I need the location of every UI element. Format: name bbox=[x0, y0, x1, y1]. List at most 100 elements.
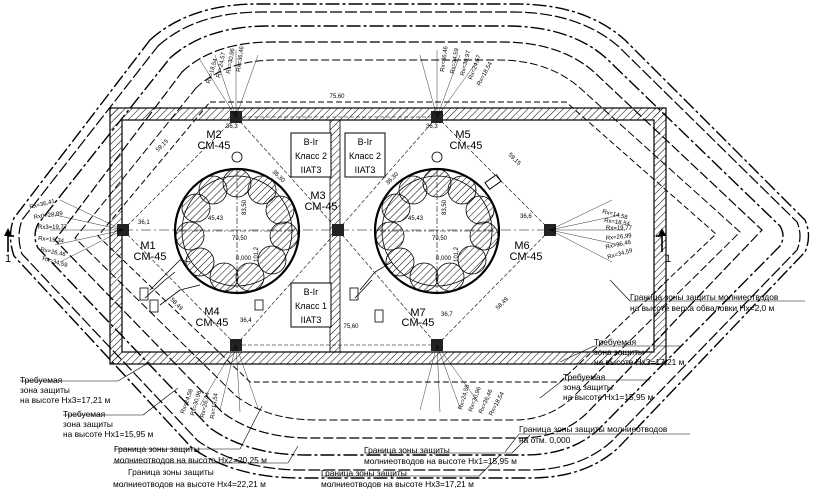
ann-right-top-line2: на высоте верха обваловки Нх=2,0 м bbox=[630, 303, 775, 313]
radius-right-4: Rx=36,46 bbox=[605, 240, 632, 251]
radius-left-3: Rx=16,34 bbox=[38, 236, 65, 245]
dim-m7: 36,7 bbox=[441, 312, 453, 318]
ann-bound4-line2: молниеотводов на высоте Нх4=22,21 м bbox=[113, 479, 266, 489]
dim-tank-left-5: 0,000 bbox=[236, 256, 252, 262]
dim-tank-right-1: 45,43 bbox=[408, 216, 424, 222]
radius-tl-2: Rx=24,57 bbox=[216, 51, 227, 78]
box2-line3: IIАТ3 bbox=[355, 165, 376, 175]
mast-m4-id: M4 bbox=[204, 306, 219, 318]
box1-line1: В-Iг bbox=[304, 137, 320, 147]
radius-left-1: Rx0=28,89 bbox=[33, 211, 63, 221]
mast-m2-id: M2 bbox=[206, 129, 221, 141]
ann-ul-title: Требуемая bbox=[20, 375, 62, 385]
radius-labels-bottom-left: Rx=24,58 Rx=30,96 Rx=26,44 Rx=18,54 bbox=[180, 388, 219, 420]
radius-left-0: Rx=36,41 bbox=[29, 199, 56, 211]
mast-m2-type: СМ-45 bbox=[198, 140, 231, 152]
ann-ll-title: Требуемая bbox=[63, 409, 105, 419]
dim-tank-left-3: 83,50 bbox=[242, 199, 248, 215]
dim-left-d1: 59,15 bbox=[155, 138, 170, 153]
dim-tank-left-2: 79,50 bbox=[232, 236, 248, 242]
dim-left-d2: 58,49 bbox=[169, 297, 184, 312]
tank-right bbox=[373, 151, 502, 295]
dim-right-d2: 58,49 bbox=[495, 296, 510, 311]
ann-rreq1-title: Требуемая bbox=[563, 372, 605, 382]
radius-left-2: Rx3=19,77 bbox=[38, 225, 68, 231]
ann-bound2-line2: молниеотводов на высоте Нх2=20,25 м bbox=[114, 455, 267, 465]
radius-right-3: Rx=26,99 bbox=[606, 233, 633, 242]
box2-line1: В-Iг bbox=[358, 137, 374, 147]
dim-bottom-total: 75,60 bbox=[343, 324, 359, 330]
dim-tank-right-3: 83,50 bbox=[442, 199, 448, 215]
ann-right-top-line1: Граница зоны защиты молниеотводов bbox=[630, 292, 779, 302]
radius-right-2: Rx=19,77 bbox=[606, 226, 633, 232]
radius-labels-bottom-right: Rx=24,58 Rx=30,96 Rx=36,46 Rx=18,54 bbox=[458, 383, 506, 417]
mast-m7-id: M7 bbox=[410, 307, 425, 319]
dim-m5: 36,3 bbox=[426, 124, 438, 130]
ann-rreq1-line3: на высоте Нх1=15,95 м bbox=[563, 392, 654, 402]
dim-top-total: 75,60 bbox=[329, 94, 345, 100]
zone-boundaries bbox=[9, 3, 810, 479]
leader-lines bbox=[20, 279, 805, 477]
ann-bound1-line2: молниеотводов на высоте Нх1=15,95 м bbox=[364, 456, 517, 466]
tank-left bbox=[173, 151, 301, 295]
dim-tank-right-4: 101,2 bbox=[454, 246, 460, 262]
mast-m6-id: M6 bbox=[514, 240, 529, 252]
box3-line3: IIАТ3 bbox=[301, 315, 322, 325]
ann-ll-line2: зона защиты bbox=[63, 419, 113, 429]
dim-m6: 36,6 bbox=[520, 214, 532, 220]
ann-ul-line3: на высоте Нх3=17,21 м bbox=[20, 395, 111, 405]
box2-line2: Класс 2 bbox=[349, 151, 381, 161]
ann-bound1-line1: Граница зоны защиты bbox=[364, 445, 450, 455]
piping bbox=[139, 259, 393, 323]
mast-m6-type: СМ-45 bbox=[510, 251, 543, 263]
mast-m1-type: СМ-45 bbox=[134, 251, 167, 263]
dim-tank-right-5: 0,000 bbox=[436, 256, 452, 262]
radius-labels-right: Rx=14,58 Rx=18,54 Rx=19,77 Rx=26,99 Rx=3… bbox=[602, 209, 635, 261]
ann-bound2-line1: Граница зоны защиты bbox=[114, 444, 200, 454]
ann-ll-line3: на высоте Нх1=15,95 м bbox=[63, 429, 154, 439]
box3-line2: Класс 1 bbox=[295, 301, 327, 311]
section-label-right: 1 bbox=[665, 253, 671, 265]
ann-zero-line1: Граница зоны защиты молниеотводов bbox=[519, 424, 668, 434]
section-arrow-right bbox=[658, 228, 666, 236]
section-label-left: 1 bbox=[5, 253, 11, 265]
section-arrow-left bbox=[4, 228, 12, 236]
radius-tl-0: Rx=36,46 bbox=[236, 45, 246, 72]
radius-labels-top-left: Rx=36,46 Rx=30,96 Rx=24,57 Rx=18,54 bbox=[206, 45, 246, 84]
radius-labels-top-right: Rx=36,46 Rx=34,59 Rx=30,97 Rx=24,57 Rx=1… bbox=[440, 45, 494, 87]
ann-bound3-line2: молниеотводов на высоте Нх3=17,21 м bbox=[321, 479, 474, 489]
radial-rays bbox=[50, 50, 625, 413]
mast-m7-type: СМ-45 bbox=[402, 317, 435, 329]
mast-m5-id: M5 bbox=[455, 129, 470, 141]
radius-bl-3: Rx=18,54 bbox=[210, 392, 220, 419]
radius-tr-1: Rx=34,59 bbox=[450, 47, 461, 74]
dim-tank-right-2: 79,50 bbox=[432, 236, 448, 242]
dim-m4: 36,4 bbox=[240, 318, 252, 324]
mast-m3-type: СМ-45 bbox=[305, 201, 338, 213]
dim-right-d1: 59,15 bbox=[507, 152, 522, 167]
mast-m3-id: M3 bbox=[310, 190, 325, 202]
ann-bound4-line1: Граница зоны защиты bbox=[128, 467, 214, 477]
dim-tank-left-4: 101,2 bbox=[254, 246, 260, 262]
dim-tank-left-1: 45,43 bbox=[208, 216, 224, 222]
ann-rreq3-line2: зона защиты bbox=[594, 347, 644, 357]
ann-ul-line2: зона защиты bbox=[20, 385, 70, 395]
ann-rreq1-line2: зона защиты bbox=[563, 382, 613, 392]
radius-right-1: Rx=18,54 bbox=[604, 218, 631, 228]
radius-bl-2: Rx=26,44 bbox=[200, 391, 211, 418]
radius-left-4: Rx=26,46 bbox=[40, 247, 67, 258]
ann-zero-line2: на отм. 0,000 bbox=[519, 435, 571, 445]
radius-tr-0: Rx=36,46 bbox=[440, 45, 450, 72]
box1-line2: Класс 2 bbox=[295, 151, 327, 161]
ann-rreq3-line3: на высоте Нх3=17,21 м bbox=[594, 357, 685, 367]
mast-m4-type: СМ-45 bbox=[196, 317, 229, 329]
ann-bound3-line1: Граница зоны защиты bbox=[321, 468, 407, 478]
radius-tl-1: Rx=30,96 bbox=[226, 47, 237, 74]
mast-m5-type: СМ-45 bbox=[450, 140, 483, 152]
box1-line3: IIАТ3 bbox=[301, 165, 322, 175]
dim-m2: 36,3 bbox=[226, 124, 238, 130]
zone-class-boxes bbox=[290, 132, 386, 328]
box3-line1: В-Iг bbox=[304, 287, 320, 297]
